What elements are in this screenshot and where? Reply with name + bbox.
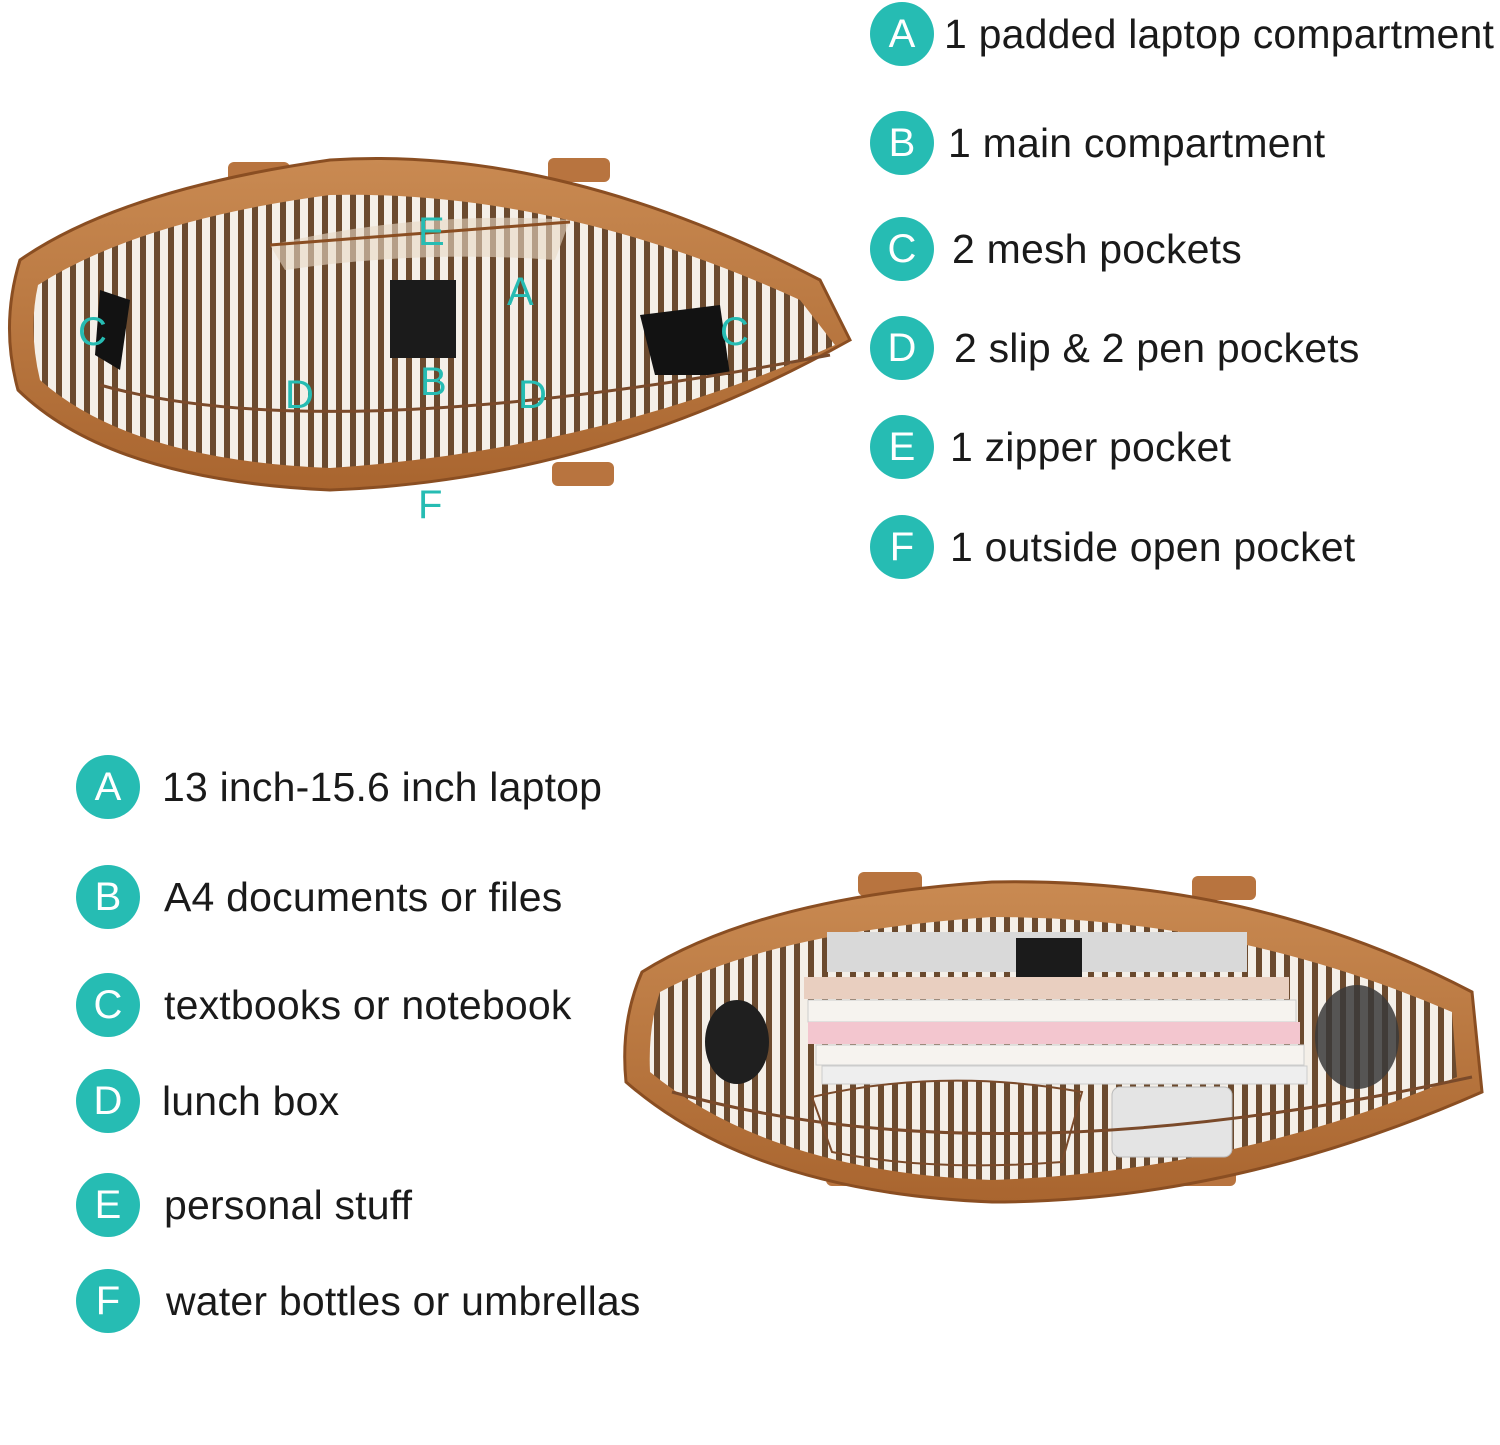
badge-b: B <box>76 865 140 929</box>
label-a: A <box>507 270 534 314</box>
water-bottle <box>705 1000 769 1084</box>
badge-d: D <box>76 1069 140 1133</box>
power-bank <box>1111 1086 1233 1158</box>
label-f: F <box>418 483 442 520</box>
capacity-text-a: 13 inch-15.6 inch laptop <box>162 763 603 810</box>
badge-e: E <box>870 415 934 479</box>
label-e: E <box>418 210 445 254</box>
badge-f: F <box>870 515 934 579</box>
capacity-text-d: lunch box <box>162 1077 340 1124</box>
capacity-text-b: A4 documents or files <box>164 873 563 920</box>
badge-b: B <box>870 111 934 175</box>
capacity-legend: A 13 inch-15.6 inch laptop B A4 document… <box>76 755 696 1355</box>
badge-c: C <box>870 217 934 281</box>
legend-item-c: C 2 mesh pockets <box>870 217 1242 281</box>
legend-text-d: 2 slip & 2 pen pockets <box>954 324 1360 371</box>
book-stack <box>804 977 1308 1085</box>
empty-bag-photo: A B C C D D E F <box>8 157 852 520</box>
label-d-left: D <box>285 373 314 417</box>
capacity-item-f: F water bottles or umbrellas <box>76 1269 641 1333</box>
badge-a: A <box>870 2 934 66</box>
capacity-item-c: C textbooks or notebook <box>76 973 572 1037</box>
compartment-legend: A 1 padded laptop compartment B 1 main c… <box>870 0 1500 600</box>
label-d-right: D <box>518 373 547 417</box>
label-b: B <box>420 360 447 404</box>
badge-c: C <box>76 973 140 1037</box>
legend-text-e: 1 zipper pocket <box>950 423 1232 470</box>
capacity-item-e: E personal stuff <box>76 1173 412 1237</box>
legend-text-f: 1 outside open pocket <box>950 523 1356 570</box>
label-c-left: C <box>78 310 107 354</box>
legend-item-e: E 1 zipper pocket <box>870 415 1231 479</box>
legend-text-b: 1 main compartment <box>948 119 1326 166</box>
badge-d: D <box>870 316 934 380</box>
label-c-right: C <box>720 310 749 354</box>
badge-a: A <box>76 755 140 819</box>
capacity-item-b: B A4 documents or files <box>76 865 562 929</box>
capacity-item-a: A 13 inch-15.6 inch laptop <box>76 755 602 819</box>
water-bottle <box>1315 985 1399 1089</box>
capacity-item-d: D lunch box <box>76 1069 339 1133</box>
capacity-text-f: water bottles or umbrellas <box>166 1277 641 1324</box>
legend-item-a: A 1 padded laptop compartment <box>870 2 1494 66</box>
badge-f: F <box>76 1269 140 1333</box>
capacity-text-e: personal stuff <box>164 1181 413 1228</box>
legend-item-d: D 2 slip & 2 pen pockets <box>870 316 1360 380</box>
legend-text-a: 1 padded laptop compartment <box>944 10 1495 57</box>
legend-item-f: F 1 outside open pocket <box>870 515 1355 579</box>
filled-bag-photo <box>623 872 1484 1204</box>
badge-e: E <box>76 1173 140 1237</box>
capacity-text-c: textbooks or notebook <box>164 981 572 1028</box>
legend-text-c: 2 mesh pockets <box>952 225 1242 272</box>
legend-item-b: B 1 main compartment <box>870 111 1325 175</box>
